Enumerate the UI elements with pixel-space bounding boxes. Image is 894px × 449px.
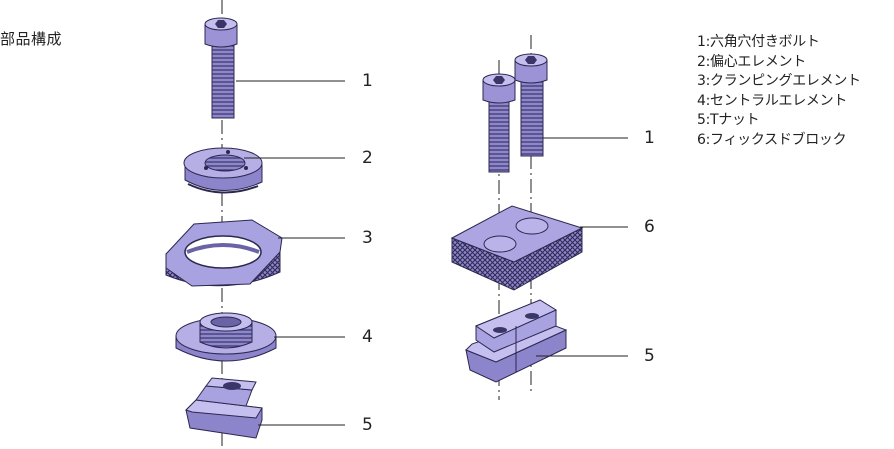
left-leader-lines: [236, 80, 345, 426]
left-assembly: [165, 0, 345, 449]
right-assembly: [450, 35, 628, 400]
callout-left-5: 5: [362, 415, 373, 435]
page-title: 部品構成: [0, 30, 63, 48]
legend-item-fixed-block: 6:フィックスドブロック: [697, 131, 847, 148]
right-fixed-block: [450, 205, 584, 291]
left-t-nut: [185, 377, 263, 439]
legend-item-clamping: 3:クランピングエレメント: [697, 73, 861, 89]
right-t-nut: [465, 299, 568, 383]
callout-left-3: 3: [362, 228, 373, 248]
parts-legend: 1:六角穴付きボルト 2:偏心エレメント 3:クランピングエレメント 4:セント…: [697, 33, 861, 150]
legend-item-eccentric: 2:偏心エレメント: [697, 53, 806, 70]
callout-right-6: 6: [644, 217, 655, 237]
legend-item-bolt: 1:六角穴付きボルト: [697, 34, 820, 50]
callout-left-4: 4: [362, 327, 373, 347]
right-socket-head-bolt-a: [482, 73, 516, 173]
legend-item-central: 4:セントラルエレメント: [697, 92, 848, 109]
right-socket-head-bolt-b: [514, 53, 548, 157]
right-leader-lines: [536, 137, 628, 357]
legend-item-tnut: 5:Tナット: [697, 112, 760, 128]
callout-left-1: 1: [362, 71, 373, 91]
left-socket-head-bolt: [204, 17, 238, 119]
left-clamping-element: [165, 219, 283, 287]
callout-right-1: 1: [644, 128, 655, 148]
callout-right-5: 5: [644, 346, 655, 366]
left-eccentric-element: [183, 147, 263, 194]
callout-left-2: 2: [362, 148, 373, 168]
left-central-element: [175, 312, 277, 362]
